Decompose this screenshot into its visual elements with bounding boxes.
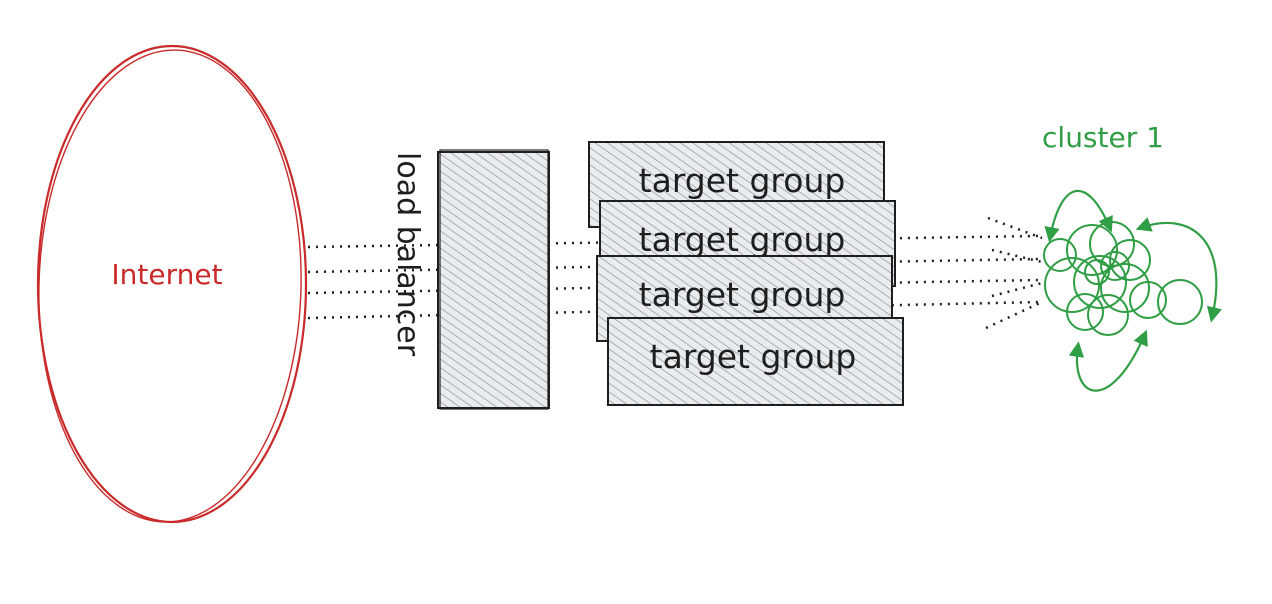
cluster-arrows — [1044, 189, 1222, 392]
load-balancer-label: load balancer — [390, 152, 425, 357]
target-group-label: target group — [650, 337, 857, 376]
target-group-label: target group — [639, 275, 846, 314]
internet-node: Internet — [36, 44, 308, 524]
target-group-label: target group — [639, 220, 846, 259]
load-balancer-node: load balancer — [390, 149, 550, 410]
cluster-pods — [1043, 221, 1203, 336]
target-group-stack: target group target group target group t… — [588, 141, 904, 406]
target-group-label: target group — [639, 161, 846, 200]
cluster-node: cluster 1 — [1042, 121, 1222, 392]
connection-lines — [307, 216, 1043, 330]
cluster-label: cluster 1 — [1042, 121, 1164, 154]
target-group-4: target group — [607, 317, 904, 406]
internet-label: Internet — [111, 258, 222, 291]
